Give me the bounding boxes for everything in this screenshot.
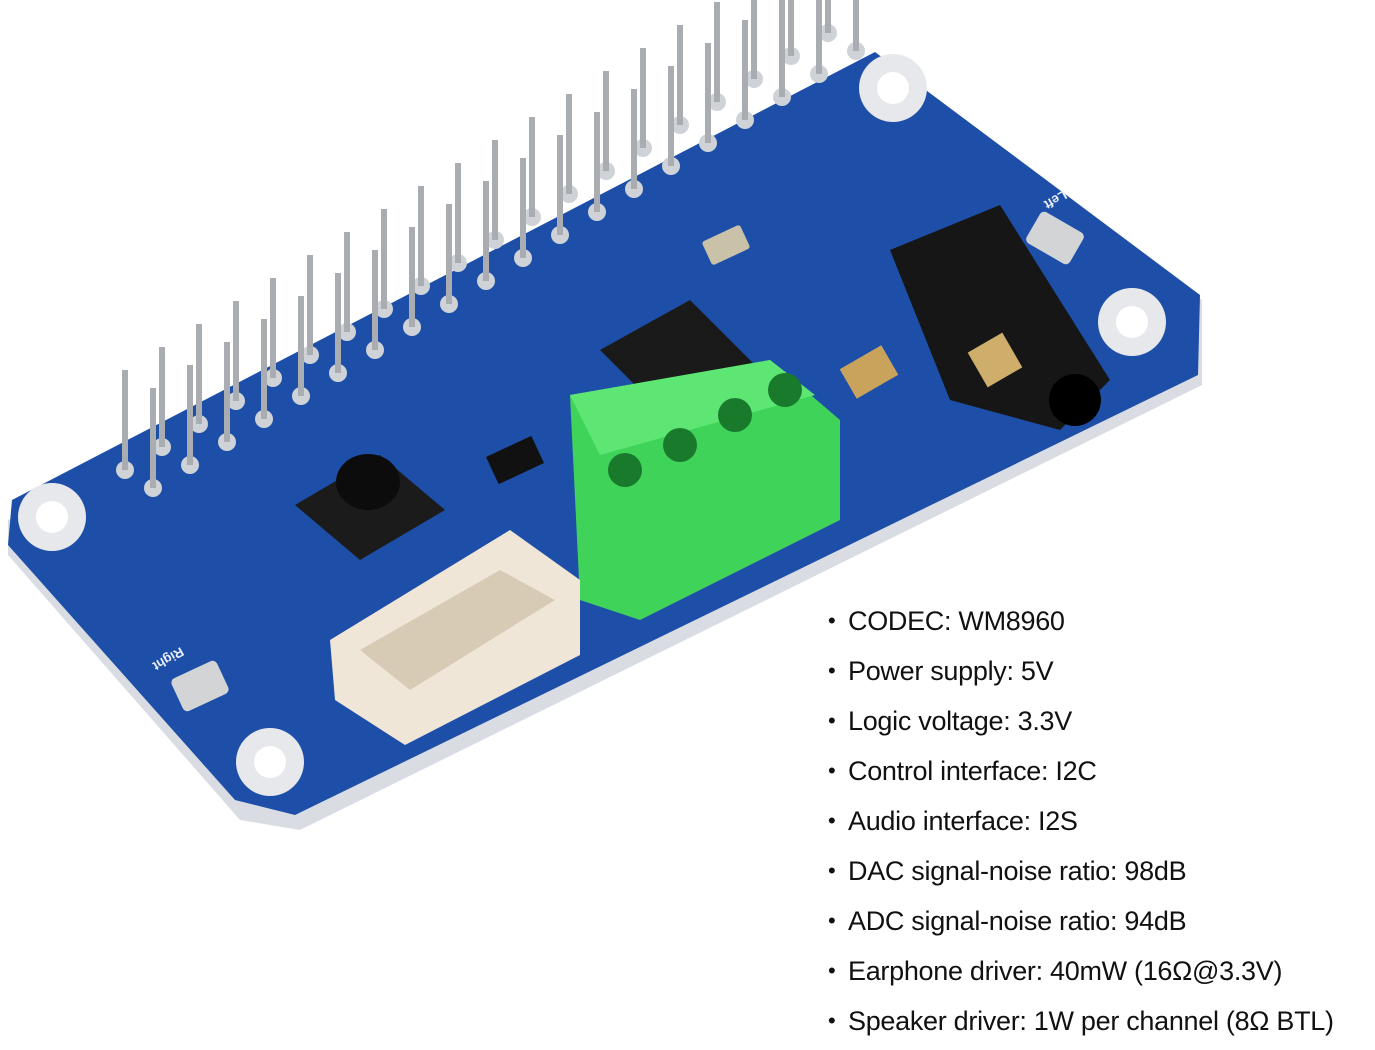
reset-button: [295, 454, 445, 560]
spec-text: DAC signal-noise ratio: 98dB: [848, 856, 1187, 886]
header-pin: [529, 117, 535, 217]
spec-text: Logic voltage: 3.3V: [848, 706, 1072, 736]
bullet: •: [828, 958, 836, 983]
header-pin: [779, 0, 785, 97]
header-pin: [418, 186, 424, 286]
spec-text: Power supply: 5V: [848, 656, 1054, 686]
crystal: [702, 225, 750, 265]
header-pin: [677, 25, 683, 125]
spec-text: Audio interface: I2S: [848, 806, 1078, 836]
header-pin: [594, 112, 600, 212]
spec-item: • ADC signal-noise ratio: 94dB: [828, 900, 1334, 950]
bullet: •: [828, 758, 836, 783]
header-pin: [853, 0, 859, 51]
header-pin: [150, 388, 156, 488]
bullet: •: [828, 908, 836, 933]
header-pin: [344, 232, 350, 332]
spec-text: Speaker driver: 1W per channel (8Ω BTL): [848, 1006, 1334, 1036]
header-pin: [335, 273, 341, 373]
header-pin: [788, 0, 794, 56]
header-pin: [187, 365, 193, 465]
ph2-connector: [330, 530, 580, 745]
speaker-terminal-block: [570, 360, 840, 620]
header-pin: [381, 209, 387, 309]
spec-item: • Control interface: I2C: [828, 750, 1334, 800]
header-pin: [631, 89, 637, 189]
spec-item: • DAC signal-noise ratio: 98dB: [828, 850, 1334, 900]
header-pin: [603, 71, 609, 171]
spec-text: Control interface: I2C: [848, 756, 1097, 786]
bullet: •: [828, 1008, 836, 1033]
header-pin: [825, 0, 831, 33]
small-ic: [486, 435, 544, 485]
bullet: •: [828, 608, 836, 633]
gpio-header-pins: [116, 0, 865, 497]
header-pin: [705, 43, 711, 143]
spec-item: • Speaker driver: 1W per channel (8Ω BTL): [828, 1000, 1334, 1050]
header-pin: [742, 20, 748, 120]
header-pin: [224, 342, 230, 442]
header-pin: [372, 250, 378, 350]
header-pin: [270, 278, 276, 378]
header-pin: [159, 347, 165, 447]
capacitor: [839, 345, 899, 399]
header-pin: [492, 140, 498, 240]
bullet: •: [828, 658, 836, 683]
spec-item: • Audio interface: I2S: [828, 800, 1334, 850]
header-pin: [409, 227, 415, 327]
header-pin: [196, 324, 202, 424]
header-pin: [298, 296, 304, 396]
header-pin: [751, 0, 757, 79]
spec-item: • CODEC: WM8960: [828, 600, 1334, 650]
spec-text: ADC signal-noise ratio: 94dB: [848, 906, 1187, 936]
bullet: •: [828, 808, 836, 833]
header-pin: [483, 181, 489, 281]
spec-text: CODEC: WM8960: [848, 606, 1065, 636]
header-pin: [640, 48, 646, 148]
header-pin: [122, 370, 128, 470]
header-pin: [566, 94, 572, 194]
header-pin: [307, 255, 313, 355]
header-pin: [446, 204, 452, 304]
header-pin: [816, 0, 822, 74]
header-pin: [714, 2, 720, 102]
right-microphone: [171, 660, 229, 712]
header-pin: [455, 163, 461, 263]
bullet: •: [828, 708, 836, 733]
spec-item: • Power supply: 5V: [828, 650, 1334, 700]
spec-text: Earphone driver: 40mW (16Ω@3.3V): [848, 956, 1283, 986]
header-pin: [233, 301, 239, 401]
header-pin: [520, 158, 526, 258]
header-pin: [557, 135, 563, 235]
mounting-holes: [18, 54, 1166, 796]
header-pin: [261, 319, 267, 419]
header-pin: [668, 66, 674, 166]
spec-item: • Logic voltage: 3.3V: [828, 700, 1334, 750]
left-microphone: [1026, 211, 1084, 265]
headphone-jack: [890, 205, 1110, 430]
bullet: •: [828, 858, 836, 883]
spec-item: • Earphone driver: 40mW (16Ω@3.3V): [828, 950, 1334, 1000]
spec-list: • CODEC: WM8960 • Power supply: 5V • Logic …: [828, 600, 1334, 1050]
